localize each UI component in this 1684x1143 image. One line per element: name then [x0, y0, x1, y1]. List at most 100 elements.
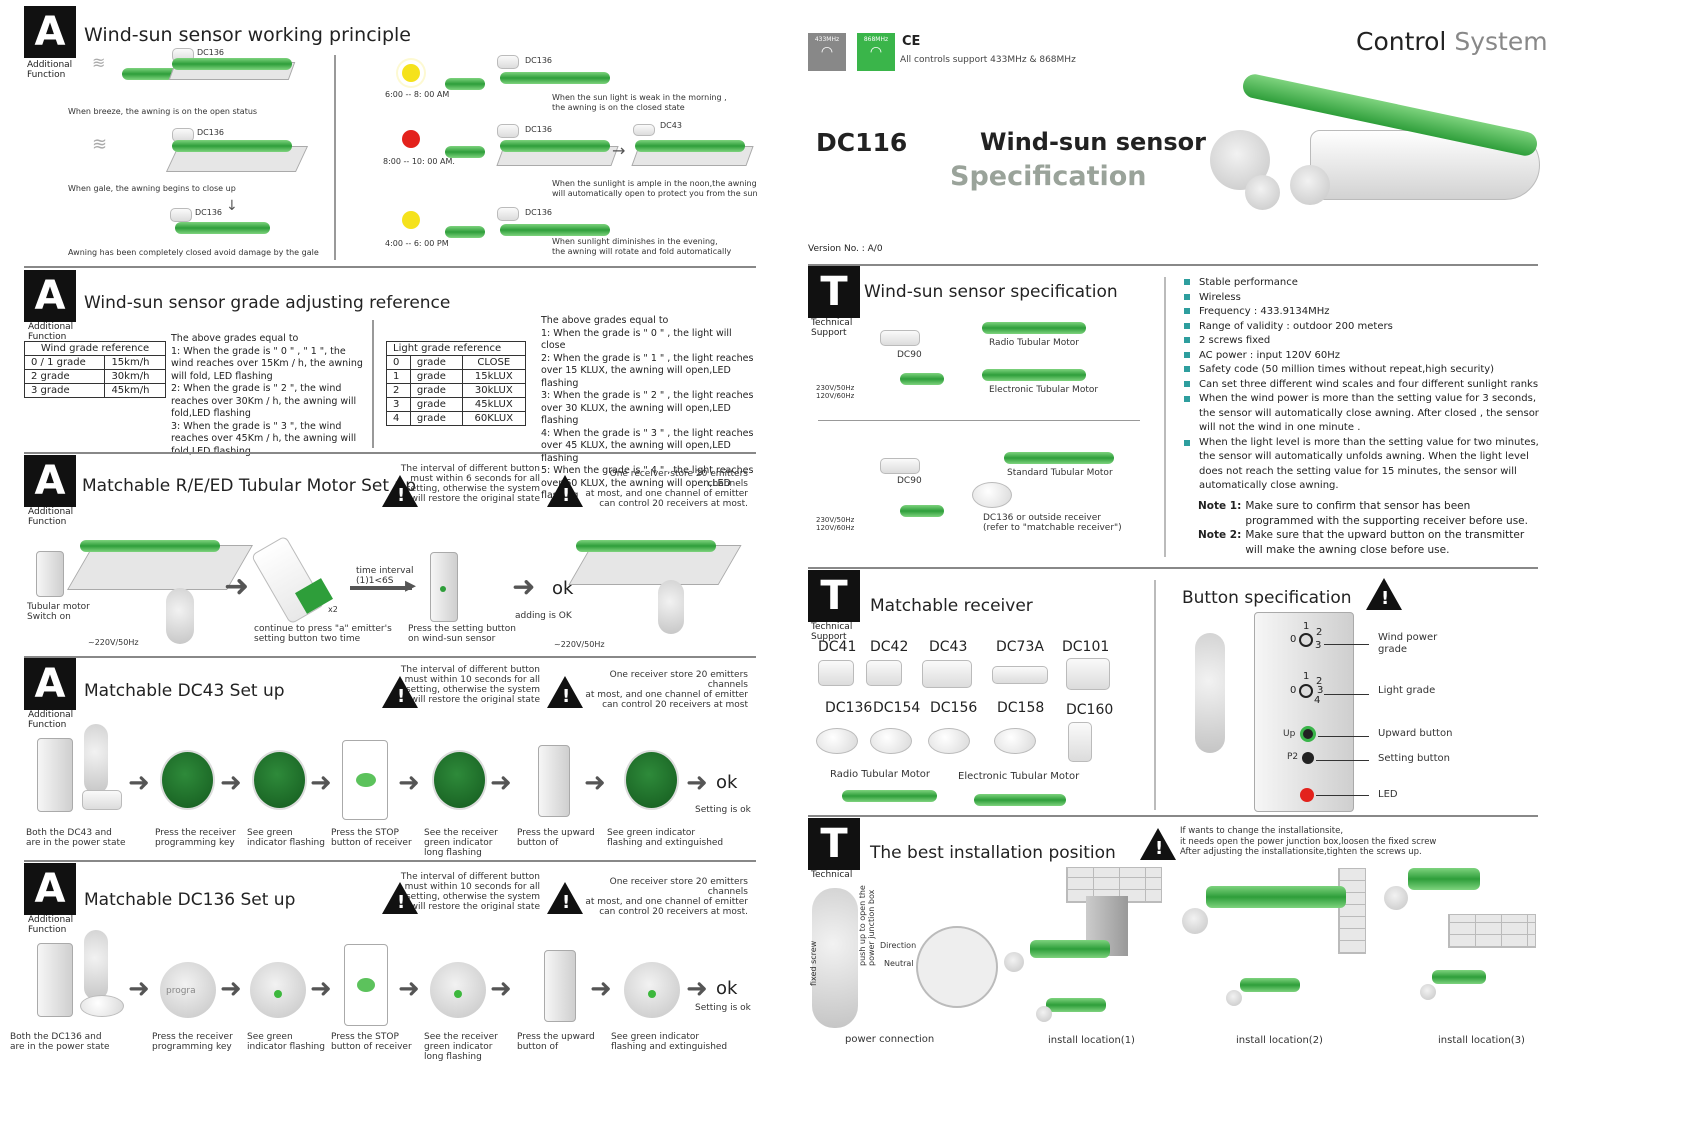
receiver-dc101 — [1066, 658, 1110, 690]
model-label: DC136 — [525, 208, 553, 217]
receiver-pcb — [624, 750, 679, 810]
leader-line — [1324, 644, 1369, 645]
motor-label: Standard Tubular Motor — [1007, 468, 1113, 478]
right-arrow-icon: ➜ — [590, 974, 612, 1004]
section-badge: A — [24, 863, 76, 915]
brand-part-a: Control — [1356, 27, 1447, 56]
divider — [808, 567, 1538, 569]
green-led — [274, 990, 282, 998]
leader-line — [1324, 694, 1369, 695]
table-cell: 45kLUX — [461, 397, 527, 412]
table-cell: 15kLUX — [461, 369, 527, 384]
receiver-label: DC42 — [870, 639, 909, 655]
receiver-label: DC136 — [825, 700, 873, 716]
section-badge-subtitle: Additional Function — [28, 915, 74, 935]
spec-list: Stable performance Wireless Frequency : … — [1184, 276, 1544, 494]
sensor-image — [1030, 940, 1110, 958]
warning-icon — [382, 676, 418, 708]
leader-line — [1318, 736, 1369, 737]
remote-dc90 — [880, 458, 920, 474]
table-cell: 2 — [386, 383, 411, 398]
sun-icon — [402, 130, 420, 148]
table-cell: grade — [409, 397, 463, 412]
warning-icon — [547, 882, 583, 914]
section-title: Matchable DC136 Set up — [84, 890, 296, 910]
model-label: DC136 — [197, 128, 225, 137]
warning-text: The interval of different button must wi… — [400, 464, 540, 504]
awning-illustration-gale: ≋ DC136 — [92, 128, 309, 186]
warning-icon — [547, 475, 583, 507]
person-figure — [166, 588, 194, 644]
sensor-image — [900, 505, 944, 517]
wall-illustration — [1448, 914, 1536, 948]
time-label: 8:00 -- 10: 00 AM. — [383, 157, 455, 166]
down-arrow-icon: ↓ — [226, 198, 238, 214]
note-text: Make sure to confirm that sensor has bee… — [1245, 500, 1528, 527]
note-label: Note 1: — [1198, 500, 1242, 512]
right-arrow-icon — [350, 586, 412, 590]
section-badge-subtitle: Technical Support — [811, 318, 853, 338]
table-cell: grade — [409, 411, 463, 426]
section-badge-subtitle: Additional Function — [28, 322, 74, 342]
button-label: Setting button — [1378, 753, 1450, 764]
section-badge-subtitle: Technical — [811, 870, 853, 880]
progra-label: progra — [166, 986, 196, 996]
button-label: LED — [1378, 789, 1398, 800]
remote-dc90 — [880, 330, 920, 346]
ok-label: ok — [716, 772, 738, 793]
right-arrow-icon: ➜ — [512, 570, 536, 603]
divider — [24, 452, 756, 454]
push-label: push up to open the power junction box — [858, 885, 876, 966]
led-dot — [440, 586, 446, 592]
section-title: The best installation position — [870, 843, 1116, 863]
product-name: Wind-sun sensor — [980, 128, 1206, 156]
section-badge: T — [808, 570, 860, 622]
right-arrow-icon: ➜ — [686, 974, 708, 1004]
time-label: 6:00 -- 8: 00 AM — [385, 90, 450, 99]
receiver-label: DC154 — [873, 700, 921, 716]
table-cell: grade — [409, 383, 463, 398]
model-label: DC90 — [897, 350, 922, 360]
receiver-device — [80, 995, 124, 1017]
section-badge: A — [24, 270, 76, 322]
receiver-label: DC41 — [818, 639, 857, 655]
person-figure — [84, 930, 108, 1000]
sensor-image — [1206, 886, 1346, 908]
section-title: Wind-sun sensor working principle — [84, 24, 411, 46]
spec-item: AC power : input 120V 60Hz — [1184, 349, 1544, 364]
wind-grade-notes: The above grades equal to 1: When the gr… — [171, 333, 363, 457]
table-cell: 0 — [386, 355, 411, 370]
caption: When the sunlight is ample in the noon,t… — [552, 179, 758, 198]
divider — [24, 266, 756, 268]
dial-digit: 0 — [1290, 685, 1297, 696]
section-title: Wind-sun sensor grade adjusting referenc… — [84, 293, 451, 313]
spec-item: Can set three different wind scales and … — [1184, 378, 1544, 393]
right-arrow-icon: ➜ — [310, 974, 332, 1004]
section-badge-subtitle: Additional Function — [28, 507, 74, 527]
dial-digit: 0 — [1290, 634, 1297, 645]
note-text: Make sure that the upward button on the … — [1245, 529, 1525, 556]
power-switch — [37, 943, 73, 1017]
caption: When sunlight diminishes in the evening,… — [552, 237, 732, 256]
model-label: DC43 — [660, 121, 682, 130]
caption: Setting is ok — [695, 1003, 751, 1013]
dial-digit: 1 — [1303, 621, 1310, 632]
dial-digit: 2 — [1316, 627, 1323, 638]
motor-label: Radio Tubular Motor — [989, 338, 1079, 348]
dial-digit: 1 — [1303, 671, 1310, 682]
green-led — [454, 990, 462, 998]
divider — [24, 656, 756, 658]
receiver-dc160 — [1068, 722, 1092, 762]
install-caption: install location(2) — [1236, 1035, 1323, 1046]
table-cell: grade — [409, 355, 463, 370]
receiver-pcb — [432, 750, 487, 810]
frequency-support-note: All controls support 433MHz & 868MHz — [900, 55, 1076, 65]
model-label: DC136 — [197, 48, 225, 57]
button-label: Wind power grade — [1378, 632, 1438, 655]
motor-label: Electronic Tubular Motor — [958, 771, 1080, 782]
